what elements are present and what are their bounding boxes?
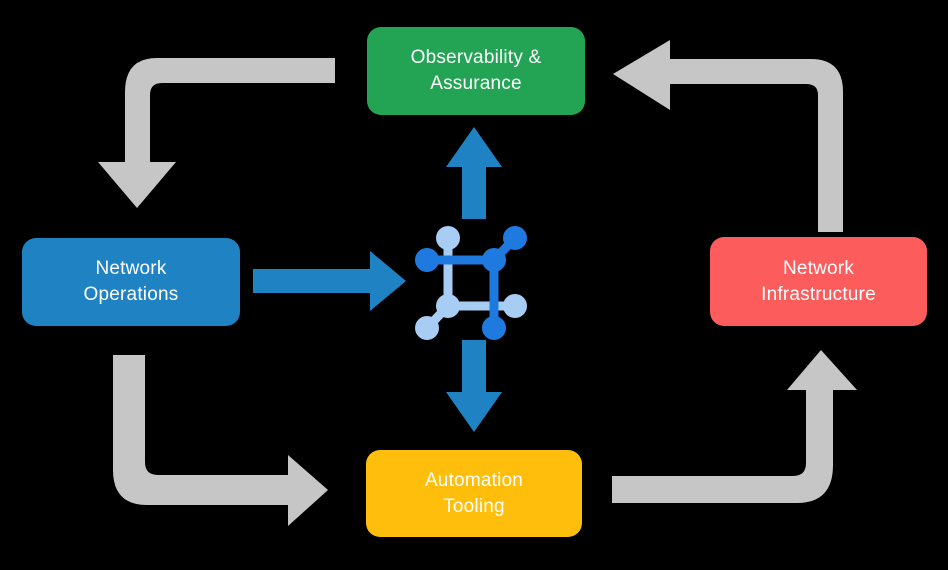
network-topology-icon <box>415 226 527 340</box>
node-box-network-operations[interactable]: Network Operations <box>22 238 240 326</box>
icon-node-bottom-left <box>415 316 439 340</box>
icon-node-right <box>503 294 527 318</box>
node-box-network-infrastructure[interactable]: Network Infrastructure <box>710 237 927 326</box>
icon-node-left <box>415 248 439 272</box>
icon-node-center-left <box>436 294 460 318</box>
node-box-observability[interactable]: Observability & Assurance <box>367 27 585 115</box>
arrow-infrastructure-to-observability <box>613 40 843 232</box>
icon-node-hub <box>482 248 506 272</box>
arrow-operations-to-automation <box>113 355 328 526</box>
icon-node-top-right <box>503 226 527 250</box>
arrow-operations-to-center <box>253 251 406 311</box>
arrow-center-to-automation <box>446 340 502 432</box>
arrow-observability-to-operations <box>98 58 335 208</box>
arrow-automation-to-infrastructure <box>612 350 857 503</box>
node-box-automation-tooling[interactable]: Automation Tooling <box>366 450 582 537</box>
icon-node-top <box>436 226 460 250</box>
icon-node-bottom <box>482 316 506 340</box>
arrow-center-to-observability <box>446 127 502 219</box>
